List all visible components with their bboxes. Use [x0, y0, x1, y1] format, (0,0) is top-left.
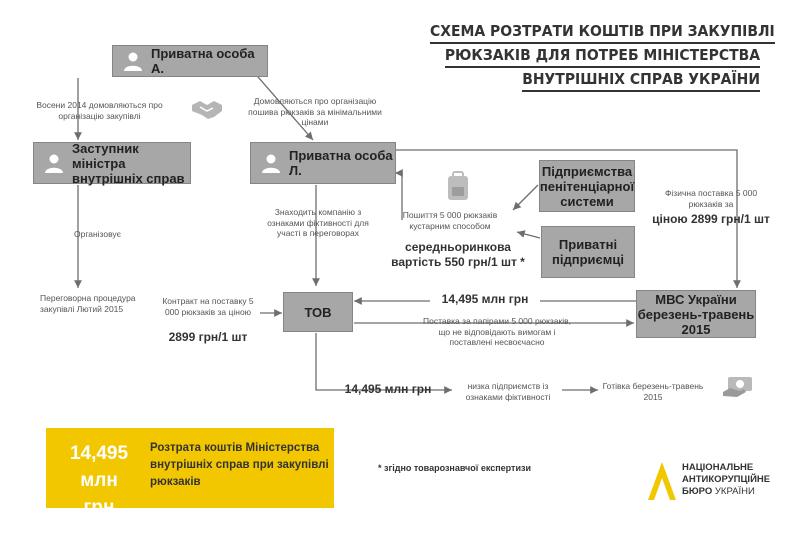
person-icon	[124, 52, 142, 71]
title-line-2: РЮКЗАКІВ ДЛЯ ПОТРЕБ МІНІСТЕРСТВА	[444, 44, 760, 68]
nabu-line-3b: УКРАЇНИ	[714, 486, 755, 497]
backpack-icon	[448, 171, 468, 200]
node-person-l-label: Приватна особа Л.	[289, 148, 393, 178]
summary-text: Розтрата коштів Міністерства внутрішніх …	[150, 442, 329, 488]
nabu-logo-text: НАЦІОНАЛЬНЕ АНТИКОРУПЦІЙНЕ БЮРО УКРАЇНИ	[682, 462, 770, 498]
title-line-1: СХЕМА РОЗТРАТИ КОШТІВ ПРИ ЗАКУПІВЛІ	[430, 20, 775, 44]
nabu-line-3a: БЮРО	[682, 486, 713, 497]
label-paper-supply: Поставка за папірами 5 000 рюкзаків, що …	[423, 316, 571, 347]
label-agreed-2014: Восени 2014 домовляються про організацію…	[36, 100, 163, 121]
node-deputy-label: Заступник міністра внутрішніх справ	[72, 140, 185, 186]
arrow-priv-to-sewing	[516, 230, 541, 239]
label-contract-price: 2899 грн/1 шт	[168, 330, 248, 344]
arrow-l-to-mvs	[396, 149, 741, 288]
label-cash: Готівка березень-травень 2015	[602, 381, 704, 402]
label-fictitious: низка підприємств із ознаками фіктивност…	[465, 381, 551, 402]
node-penitentiary: Підприємства пенітенціарної системи	[539, 160, 635, 212]
node-deputy: Заступник міністра внутрішніх справ	[33, 140, 191, 186]
title-line-3: ВНУТРІШНІХ СПРАВ УКРАЇНИ	[522, 68, 760, 92]
node-mvs-label: МВС України березень-травень 2015	[637, 291, 755, 337]
label-organizes: Організовує	[74, 229, 122, 239]
node-private-enterprises-label: Приватні підприємці	[552, 237, 624, 267]
nabu-logo-icon	[648, 462, 676, 500]
label-physical-price: ціною 2899 грн/1 шт	[652, 212, 770, 226]
node-private-enterprises: Приватні підприємці	[541, 226, 635, 278]
nabu-line-1: НАЦІОНАЛЬНЕ	[682, 462, 754, 473]
label-sewing: Пошиття 5 000 рюкзаків кустарним способо…	[402, 210, 498, 231]
node-tov: ТОВ	[283, 292, 353, 332]
node-tov-label: ТОВ	[304, 304, 332, 320]
label-amount-bottom: 14,495 млн грн	[344, 382, 432, 396]
node-person-a: Приватна особа А.	[112, 45, 268, 77]
nabu-logo: НАЦІОНАЛЬНЕ АНТИКОРУПЦІЙНЕ БЮРО УКРАЇНИ	[648, 462, 770, 505]
handshake-icon	[192, 101, 222, 119]
footnote: * згідно товарознавчої експертизи	[378, 463, 531, 473]
label-amount-top: 14,495 млн грн	[430, 292, 540, 307]
nabu-line-2: АНТИКОРУПЦІЙНЕ	[682, 474, 771, 485]
label-avg-price: середньоринкова вартість 550 грн/1 шт *	[391, 240, 525, 269]
person-icon	[262, 154, 280, 173]
arrow-tov-to-fictitious	[315, 333, 452, 394]
summary-amount: 14,495 млн грн	[69, 443, 129, 518]
label-procedure: Переговорна процедура закупівлі Лютий 20…	[40, 293, 136, 314]
label-contract: Контракт на поставку 5 000 рюкзаків за ц…	[162, 296, 254, 317]
label-finds-company: Знаходить компанію з ознаками фіктивност…	[267, 207, 369, 238]
page-title: СХЕМА РОЗТРАТИ КОШТІВ ПРИ ЗАКУПІВЛІ РЮКЗ…	[430, 20, 775, 92]
node-mvs: МВС України березень-травень 2015	[636, 290, 756, 338]
label-agree-sewing: Домовляються про організацію пошива рюкз…	[248, 96, 382, 127]
person-icon	[45, 154, 63, 173]
node-person-l: Приватна особа Л.	[250, 142, 396, 184]
node-person-a-label: Приватна особа А.	[151, 46, 255, 76]
money-icon	[723, 377, 752, 397]
label-physical-supply: Фізична поставка 5 000 рюкзаків за	[664, 188, 758, 209]
arrow-pen-to-sewing	[512, 184, 539, 211]
node-penitentiary-label: Підприємства пенітенціарної системи	[539, 163, 635, 209]
summary-panel: 14,495 млн грн Розтрата коштів Міністерс…	[46, 428, 334, 518]
